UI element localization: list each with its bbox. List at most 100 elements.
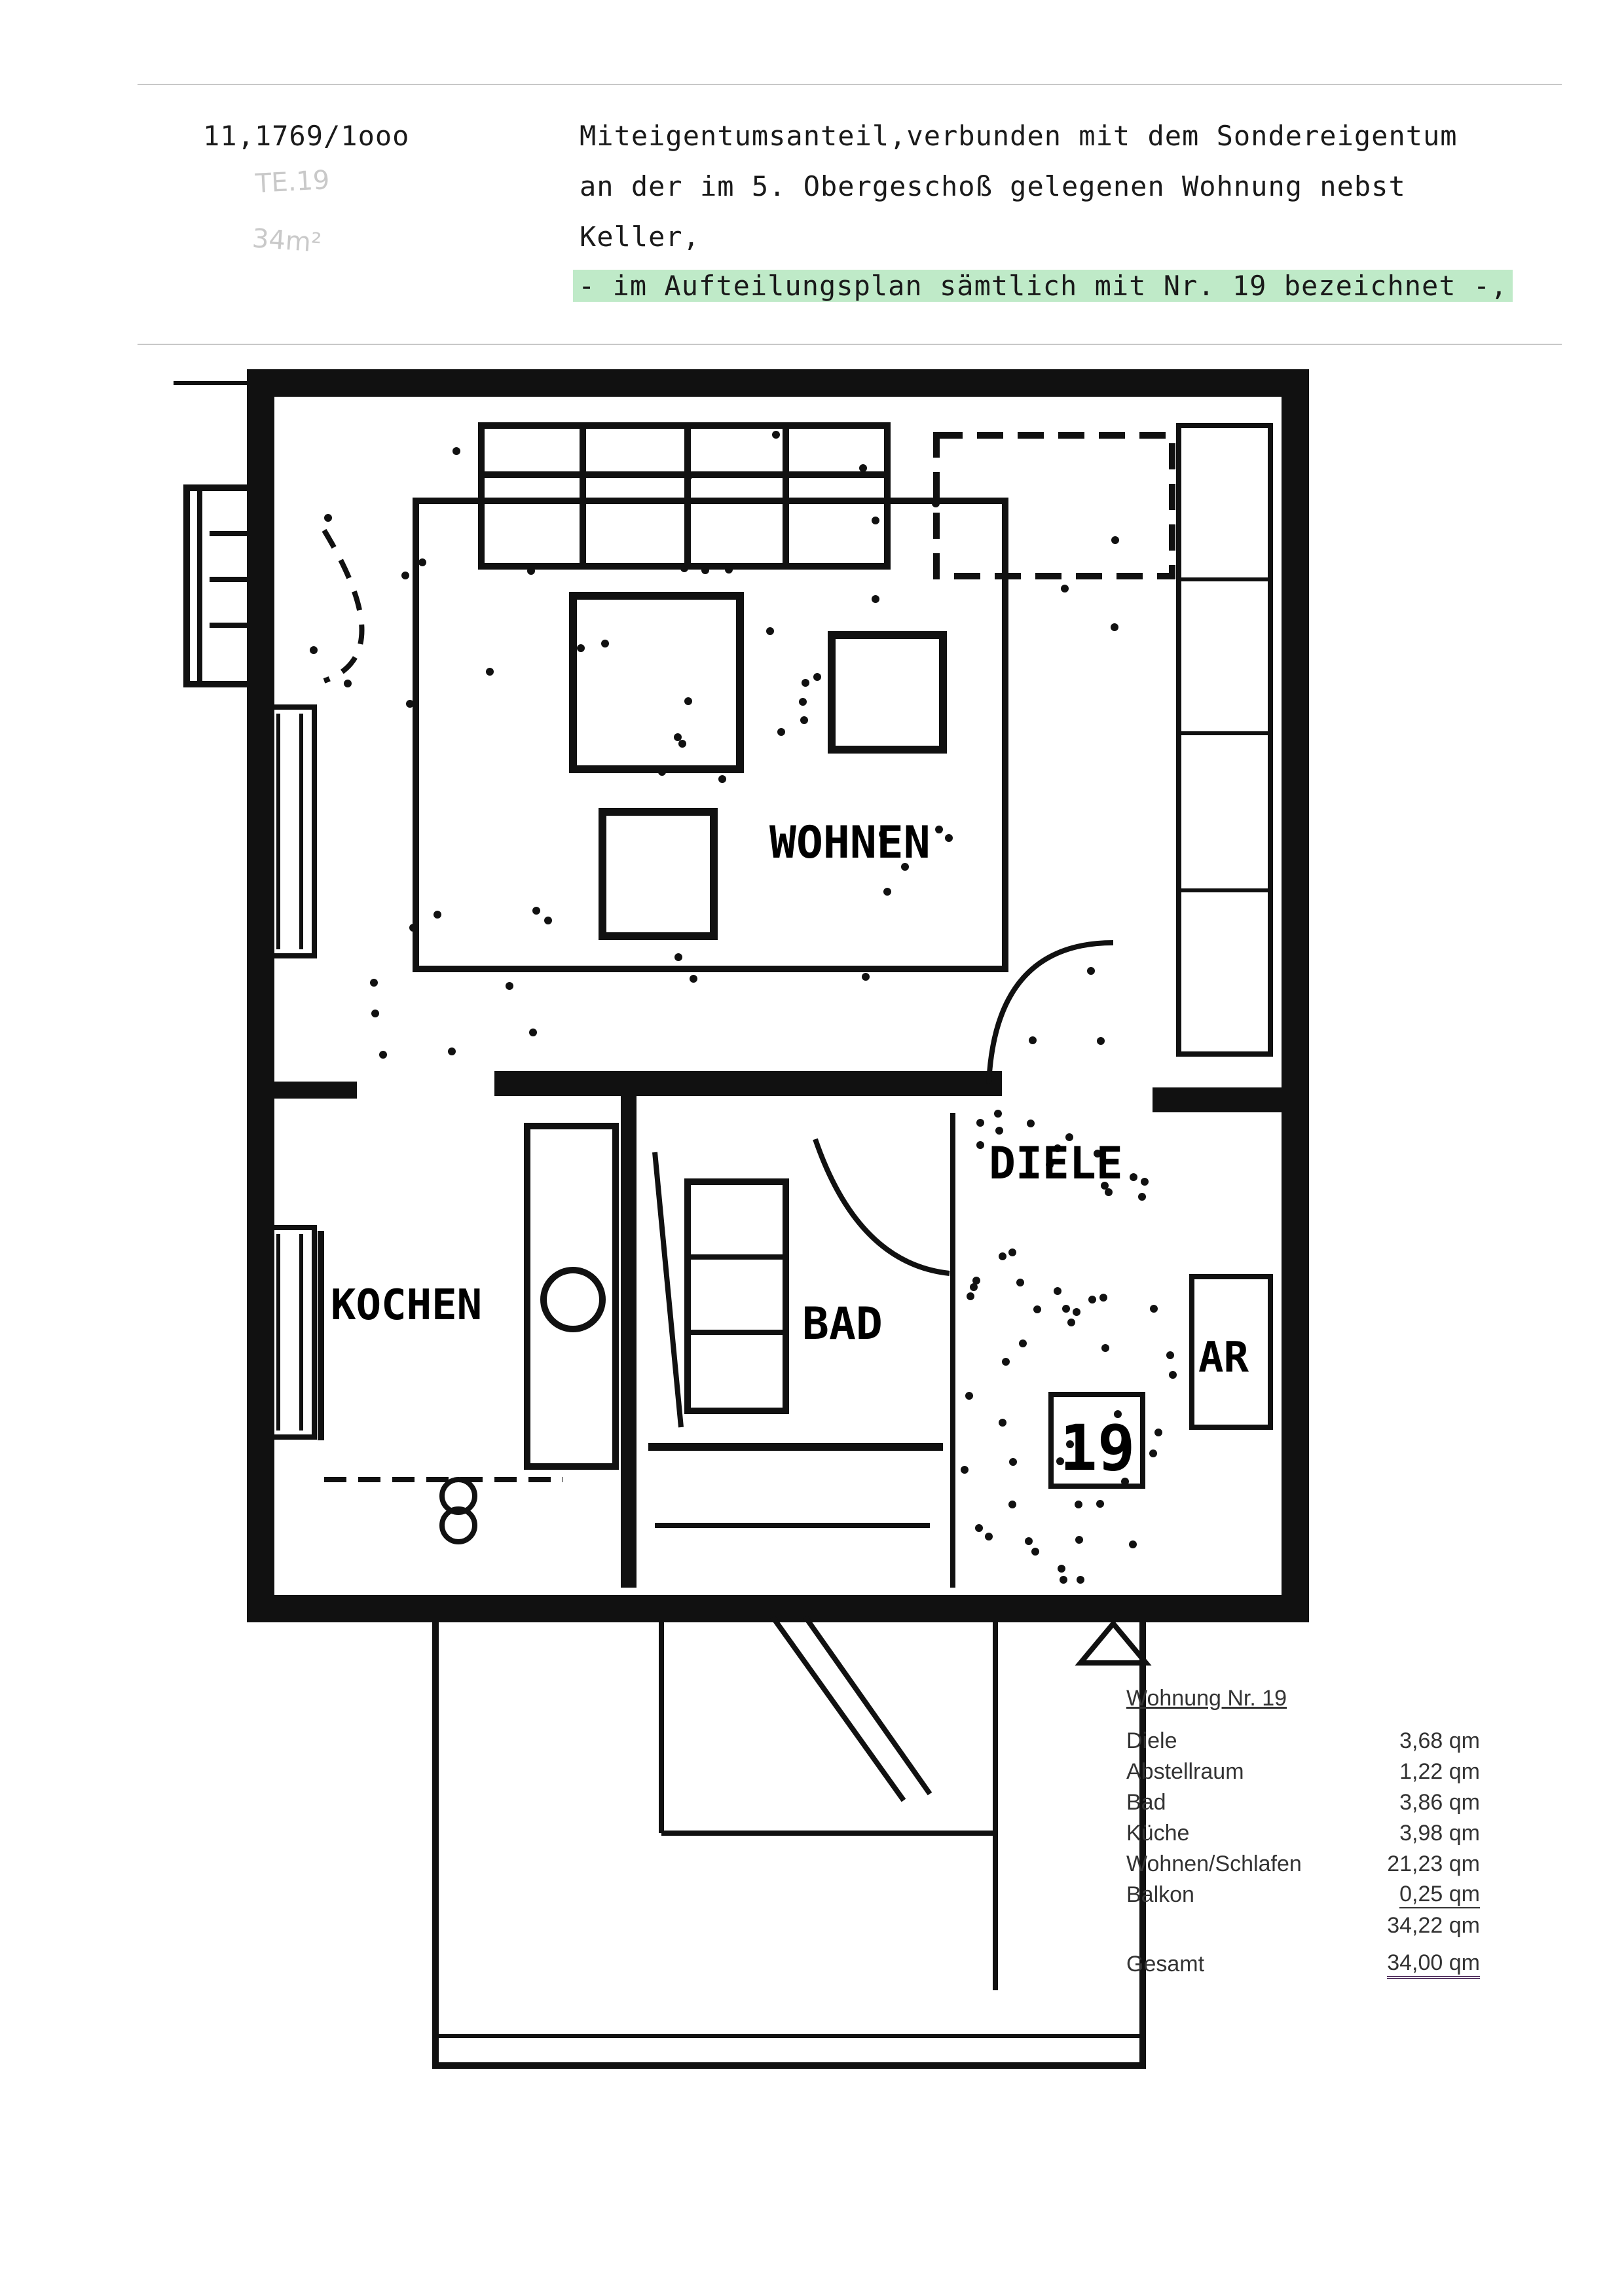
texture-dot xyxy=(802,679,809,687)
texture-dot xyxy=(1154,1429,1162,1436)
texture-dot xyxy=(1075,1536,1083,1544)
floor-texture-dots xyxy=(310,431,1177,1584)
area-table-title: Wohnung Nr. 19 xyxy=(1126,1686,1287,1711)
texture-dot xyxy=(800,716,808,724)
texture-dot xyxy=(1149,1449,1157,1457)
room-label-wohnen: WOHNEN xyxy=(769,817,931,869)
kitchen-counter xyxy=(524,1123,619,1470)
texture-dot xyxy=(859,464,867,472)
texture-dot xyxy=(1166,1351,1174,1359)
texture-dot xyxy=(1150,1305,1158,1313)
texture-dot xyxy=(486,668,494,676)
texture-dot xyxy=(1138,1193,1146,1201)
texture-dot xyxy=(1008,1248,1016,1256)
window-right xyxy=(1176,423,1273,1057)
texture-dot xyxy=(1019,1339,1027,1347)
texture-dot xyxy=(1073,1308,1080,1316)
texture-dot xyxy=(1029,1036,1037,1044)
texture-dot xyxy=(1114,1410,1122,1418)
highlight-marker: - im Aufteilungsplan sämtlich mit Nr. 19… xyxy=(573,270,1513,302)
texture-dot xyxy=(999,1419,1006,1427)
texture-dot xyxy=(777,728,785,736)
top-rule xyxy=(138,84,1562,85)
staircase xyxy=(432,1604,1146,2069)
share-fraction: 11,1769/1ooo xyxy=(203,120,410,152)
texture-dot xyxy=(961,1466,969,1474)
texture-dot xyxy=(371,1010,379,1017)
texture-dot xyxy=(1111,623,1118,631)
texture-dot xyxy=(1016,1279,1024,1286)
sink xyxy=(540,1267,606,1332)
texture-dot xyxy=(1101,1182,1109,1190)
texture-dot xyxy=(994,1110,1002,1118)
texture-dot xyxy=(1094,1150,1101,1157)
texture-dot xyxy=(1169,1371,1177,1379)
texture-dot xyxy=(976,1141,984,1149)
texture-dot xyxy=(718,775,726,783)
texture-dot xyxy=(999,1252,1006,1260)
bath-door-swing xyxy=(813,1138,950,1276)
texture-dot xyxy=(1031,1548,1039,1556)
text-line-3: Keller, xyxy=(580,221,701,253)
area-total: 34,00 qm xyxy=(1387,1950,1480,1979)
texture-dot xyxy=(1101,1344,1109,1352)
texture-dot xyxy=(772,431,780,439)
texture-dot xyxy=(945,834,953,842)
room-label-bad: BAD xyxy=(802,1298,883,1350)
texture-dot xyxy=(862,973,870,981)
unit-number: 19 xyxy=(1060,1412,1135,1485)
texture-dot xyxy=(406,700,414,708)
bathtub xyxy=(684,1178,789,1414)
bed-outline xyxy=(933,432,1175,579)
texture-dot xyxy=(324,514,332,522)
texture-dot xyxy=(577,644,585,652)
texture-dot xyxy=(434,911,441,919)
texture-dot xyxy=(1130,1173,1137,1181)
area-subtotal-row: 34,22 qm xyxy=(1126,1910,1480,1941)
texture-dot xyxy=(1096,1500,1104,1508)
texture-dot xyxy=(1002,1358,1010,1366)
texture-dot xyxy=(972,1277,980,1285)
unit-number-box xyxy=(1048,1392,1145,1489)
texture-dot xyxy=(1129,1540,1137,1548)
texture-dot xyxy=(1141,1178,1149,1186)
texture-dot xyxy=(766,627,774,635)
texture-dot xyxy=(379,1051,387,1059)
texture-dot xyxy=(1054,1144,1061,1152)
texture-dot xyxy=(1058,1565,1065,1573)
armchair xyxy=(828,631,947,754)
texture-dot xyxy=(1008,1501,1016,1508)
texture-dot xyxy=(901,863,909,871)
texture-dot xyxy=(872,517,879,524)
texture-dot xyxy=(1062,1305,1070,1313)
texture-dot xyxy=(529,1029,537,1036)
room-label-diele: DIELE xyxy=(989,1138,1123,1190)
room-label-kochen: KOCHEN xyxy=(331,1281,482,1330)
texture-dot xyxy=(1027,1120,1035,1127)
plan-geometry xyxy=(174,369,1309,2069)
texture-dot xyxy=(674,733,682,741)
texture-dot xyxy=(1075,1501,1082,1508)
text-line-2: an der im 5. Obergeschoß gelegenen Wohnu… xyxy=(580,170,1406,202)
room-labels: WOHNEN KOCHEN BAD DIELE AR 19 xyxy=(331,817,1249,1489)
texture-dot xyxy=(975,1524,983,1532)
texture-dot xyxy=(370,979,378,987)
texture-dot xyxy=(690,975,697,983)
texture-dot xyxy=(310,646,318,654)
entrance-marker xyxy=(1075,1619,1152,1666)
texture-dot xyxy=(883,888,891,896)
texture-dot xyxy=(1067,1319,1075,1326)
texture-dot xyxy=(678,740,686,748)
texture-dot xyxy=(872,595,879,603)
texture-dot xyxy=(418,558,426,566)
texture-dot xyxy=(684,697,692,705)
texture-dot xyxy=(813,673,821,681)
texture-dot xyxy=(1065,1133,1073,1141)
balcony-door-swing xyxy=(322,528,365,683)
